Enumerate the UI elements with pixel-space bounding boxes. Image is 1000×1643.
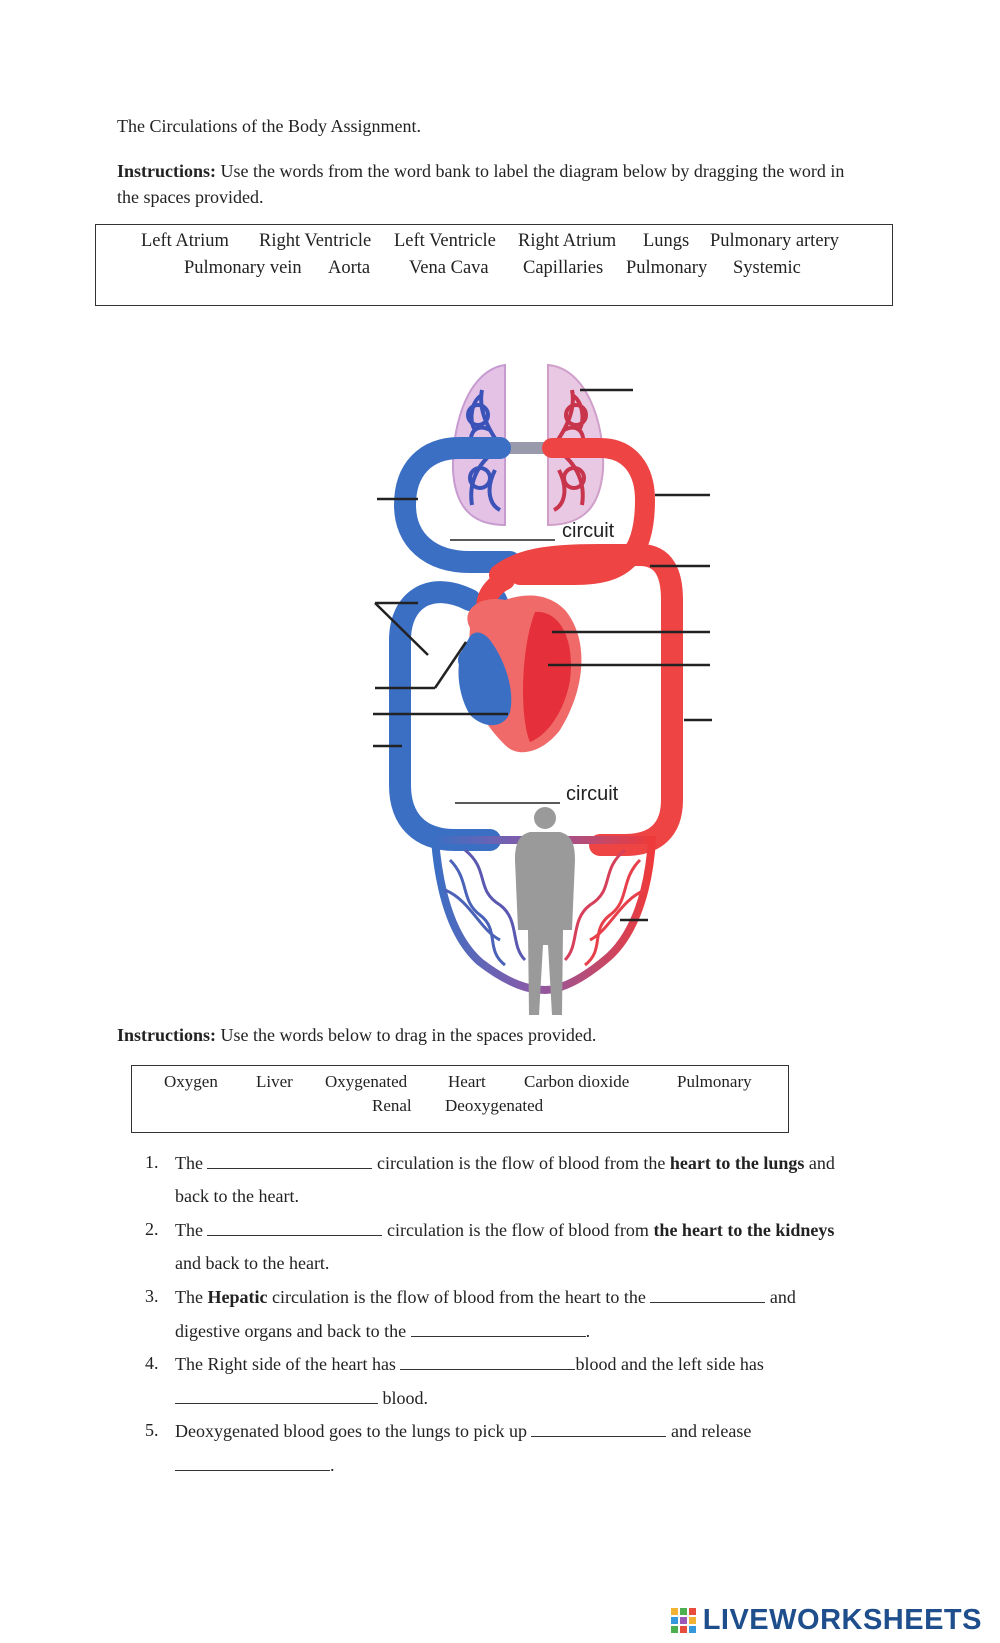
question-number: 2.	[145, 1219, 159, 1239]
question-text: and	[769, 1287, 796, 1307]
question-text: digestive organs and back to the	[175, 1321, 407, 1341]
question-line-2: back to the heart.	[175, 1186, 299, 1206]
answer-blank[interactable]	[410, 1320, 586, 1337]
answer-blank[interactable]	[175, 1454, 330, 1471]
liveworksheets-logo: LIVEWORKSHEETS	[670, 1604, 982, 1637]
word-vena-cava[interactable]: Vena Cava	[409, 258, 489, 278]
instructions-questions: Instructions: Use the words below to dra…	[117, 1025, 596, 1046]
question-line-2: and back to the heart.	[175, 1253, 330, 1273]
question-text: The Right side of the heart has	[175, 1354, 396, 1374]
word-pulmonary-vein[interactable]: Pulmonary vein	[184, 258, 302, 278]
question-line: The Hepatic circulation is the flow of b…	[175, 1286, 880, 1308]
instructions2-text: Use the words below to drag in the space…	[216, 1025, 597, 1045]
question-text: and release	[670, 1421, 752, 1441]
question-text: .	[585, 1321, 591, 1341]
question-number: 4.	[145, 1353, 159, 1373]
question-text: circulation is the flow of blood from th…	[372, 1153, 670, 1173]
question-line-2: .	[175, 1454, 880, 1476]
label-lines	[373, 388, 712, 922]
answer-blank[interactable]	[531, 1420, 667, 1437]
question-number: 3.	[145, 1286, 159, 1306]
question-text: The	[175, 1220, 203, 1240]
word-bank-questions: Oxygen Liver Oxygenated Heart Carbon dio…	[131, 1065, 789, 1133]
question-text: The	[175, 1287, 208, 1307]
word-pulmonary-artery[interactable]: Pulmonary artery	[710, 231, 839, 251]
word-oxygen[interactable]: Oxygen	[164, 1072, 218, 1091]
answer-blank[interactable]	[207, 1219, 383, 1236]
instructions2-label: Instructions:	[117, 1025, 217, 1045]
question-line: The circulation is the flow of blood fro…	[175, 1152, 880, 1174]
question-text: The	[175, 1153, 203, 1173]
question-number: 5.	[145, 1420, 159, 1440]
heart	[458, 595, 582, 753]
word-carbon-dioxide[interactable]: Carbon dioxide	[524, 1072, 630, 1091]
circulation-diagram: circuit circuit	[373, 363, 712, 1015]
word-left-ventricle[interactable]: Left Ventricle	[394, 231, 496, 251]
lungs	[451, 363, 605, 527]
question-line-2: digestive organs and back to the .	[175, 1320, 880, 1342]
question-line-2: blood.	[175, 1387, 880, 1409]
word-right-atrium[interactable]: Right Atrium	[518, 231, 617, 251]
word-bank-diagram: Left Atrium Right Ventricle Left Ventric…	[95, 224, 893, 306]
word-renal[interactable]: Renal	[372, 1096, 412, 1115]
question-line: Deoxygenated blood goes to the lungs to …	[175, 1420, 880, 1442]
word-deoxygenated[interactable]: Deoxygenated	[445, 1096, 544, 1115]
answer-blank[interactable]	[207, 1152, 373, 1169]
document-title: The Circulations of the Body Assignment.	[117, 116, 421, 136]
question-text: blood.	[382, 1388, 429, 1408]
question-number: 1.	[145, 1152, 159, 1172]
question-text: and	[804, 1153, 835, 1173]
logo-grid-icon	[670, 1607, 696, 1633]
question-line: The circulation is the flow of blood fro…	[175, 1219, 880, 1241]
logo-text: LIVEWORKSHEETS	[702, 1604, 982, 1636]
upper-circuit-label: circuit	[562, 520, 615, 542]
question-text: .	[330, 1455, 335, 1475]
word-left-atrium[interactable]: Left Atrium	[141, 231, 229, 251]
question-text: Deoxygenated blood goes to the lungs to …	[175, 1421, 527, 1441]
instructions-text: Use the words from the word bank to labe…	[117, 161, 845, 207]
question-text: blood and the left side has	[575, 1354, 764, 1374]
question-text: circulation is the flow of blood from th…	[267, 1287, 646, 1307]
question-bold-text: Hepatic	[207, 1287, 268, 1307]
body-silhouette	[515, 807, 575, 1015]
word-systemic[interactable]: Systemic	[733, 258, 801, 278]
word-right-ventricle[interactable]: Right Ventricle	[259, 231, 372, 251]
word-capillaries[interactable]: Capillaries	[523, 258, 604, 278]
answer-blank[interactable]	[175, 1387, 378, 1404]
word-pulmonary-2[interactable]: Pulmonary	[677, 1072, 752, 1091]
question-text: circulation is the flow of blood from	[382, 1220, 654, 1240]
instructions-label: Instructions:	[117, 161, 217, 181]
word-lungs[interactable]: Lungs	[643, 231, 690, 251]
question-bold-text: heart to the lungs	[669, 1153, 805, 1173]
question-line: The Right side of the heart has blood an…	[175, 1353, 880, 1375]
word-aorta[interactable]: Aorta	[328, 258, 371, 278]
lower-circuit-label: circuit	[566, 783, 619, 805]
capillary-network	[444, 848, 646, 967]
word-heart[interactable]: Heart	[448, 1072, 486, 1091]
answer-blank[interactable]	[400, 1353, 576, 1370]
instructions-word-bank: Instructions: Use the words from the wor…	[117, 158, 857, 210]
answer-blank[interactable]	[650, 1286, 766, 1303]
word-liver[interactable]: Liver	[256, 1072, 293, 1091]
word-pulmonary[interactable]: Pulmonary	[626, 258, 708, 278]
word-oxygenated[interactable]: Oxygenated	[325, 1072, 408, 1091]
question-bold-text: the heart to the kidneys	[653, 1220, 835, 1240]
